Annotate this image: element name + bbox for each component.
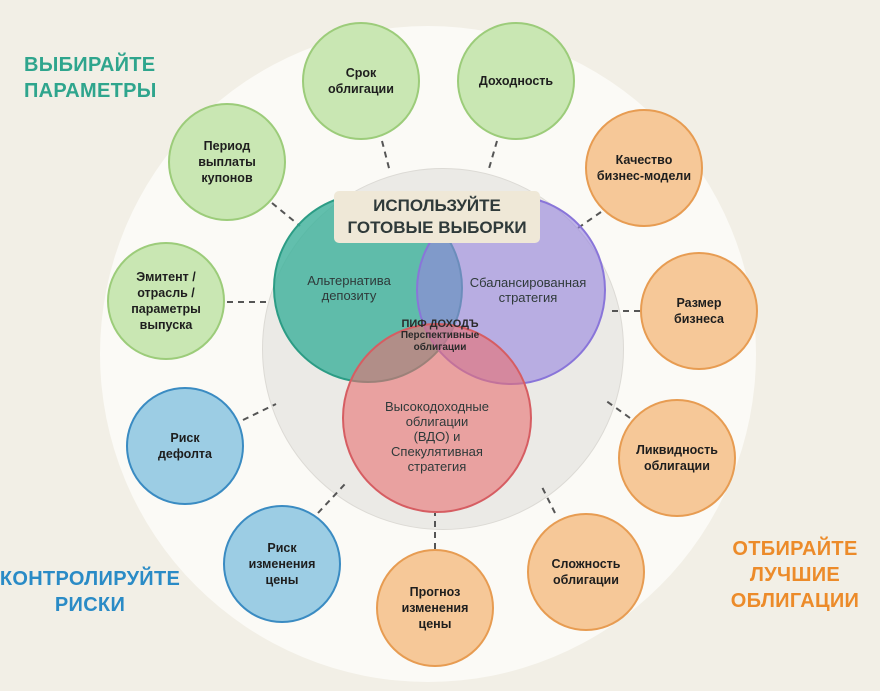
- venn-label-deposit-alternative: Альтернатива депозиту: [307, 273, 391, 303]
- node-price-change-risk: Риск изменения цены: [223, 505, 341, 623]
- venn-label-high-yield: Высокодоходные облигации (ВДО) и Спекуля…: [385, 398, 489, 474]
- node-business-model-quality: Качество бизнес-модели: [585, 109, 703, 227]
- fund-subtitle: Перспективные облигации: [400, 330, 480, 353]
- connector-slozhnost: [540, 484, 556, 514]
- connector-kachestvo: [577, 211, 602, 229]
- node-yield: Доходность: [457, 22, 575, 140]
- label-choose-parameters: ВЫБИРАЙТЕ ПАРАМЕТРЫ: [24, 54, 157, 102]
- venn-circle-high-yield: Высокодоходные облигации (ВДО) и Спекуля…: [342, 323, 532, 513]
- node-bond-liquidity: Ликвидность облигации: [618, 399, 736, 517]
- center-title: ИСПОЛЬЗУЙТЕ ГОТОВЫЕ ВЫБОРКИ: [334, 191, 540, 243]
- node-price-forecast: Прогноз изменения цены: [376, 549, 494, 667]
- node-coupon-period: Период выплаты купонов: [168, 103, 286, 221]
- node-default-risk: Риск дефолта: [126, 387, 244, 505]
- connector-risk-izm: [317, 483, 346, 514]
- connector-likvidnost: [604, 399, 631, 419]
- node-issuer-parameters: Эмитент / отрасль / параметры выпуска: [107, 242, 225, 360]
- node-bond-term: Срок облигации: [302, 22, 420, 140]
- node-bond-complexity: Сложность облигации: [527, 513, 645, 631]
- label-control-risks: КОНТРОЛИРУЙТЕ РИСКИ: [0, 568, 181, 616]
- connector-dohodnost: [487, 140, 498, 173]
- venn-center-label: ПИФ ДОХОДЪ Перспективные облигации: [360, 318, 520, 354]
- venn-label-balanced-strategy: Сбалансированная стратегия: [469, 275, 587, 305]
- label-select-best-bonds: ОТБИРАЙТЕ ЛУЧШИЕ ОБЛИГАЦИИ: [730, 538, 860, 612]
- fund-name: ПИФ ДОХОДЪ: [401, 318, 479, 330]
- connector-srok: [381, 140, 391, 173]
- connector-risk-def: [242, 403, 277, 421]
- connector-period: [271, 202, 301, 227]
- node-business-size: Размер бизнеса: [640, 252, 758, 370]
